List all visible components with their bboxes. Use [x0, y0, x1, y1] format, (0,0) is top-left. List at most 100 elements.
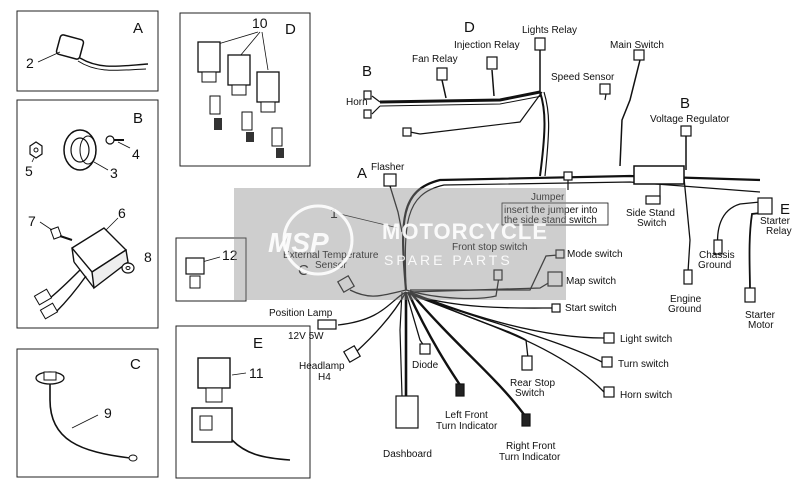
- panel-b: B 4 5 3 7: [16, 99, 159, 329]
- flasher-connector-icon: [383, 173, 397, 187]
- label-jumper: Jumper: [531, 192, 565, 203]
- part-number-3: 3: [110, 165, 118, 181]
- label-diode: Diode: [412, 360, 439, 371]
- part-number-2: 2: [26, 55, 34, 71]
- sensor-9-icon: [35, 371, 138, 462]
- connectors: [317, 37, 773, 429]
- screw-4-icon: [105, 135, 124, 145]
- engine-ground-connector-icon: [683, 269, 693, 285]
- part-number-7: 7: [28, 213, 36, 229]
- mode-switch-connector-icon: [555, 249, 565, 259]
- watermark: MSP MOTORCYCLE SPARE PARTS: [234, 188, 566, 300]
- light-switch-connector-icon: [603, 332, 615, 344]
- start-switch-connector-icon: [551, 303, 561, 313]
- label-chassis-ground-1: Chassis: [699, 250, 735, 261]
- label-ext-temp-1: External Temperature: [283, 250, 379, 261]
- label-chassis-ground-2: Ground: [698, 260, 731, 271]
- label-dashboard: Dashboard: [383, 449, 432, 460]
- label-side-stand-2: Switch: [637, 218, 666, 229]
- front-stop-connector-icon: [493, 269, 503, 281]
- voltage-regulator-connector-icon: [680, 125, 692, 137]
- panel-part-12: 12: [175, 237, 247, 302]
- main-switch-connector-icon: [633, 49, 645, 61]
- watermark-logo: MSP: [268, 227, 329, 258]
- label-turn-switch: Turn switch: [618, 359, 669, 370]
- label-side-stand-1: Side Stand: [626, 208, 675, 219]
- screw-7-icon: [49, 226, 73, 241]
- turn-switch-connector-icon: [601, 356, 613, 368]
- callout-letter-b-horn: B: [362, 63, 372, 80]
- label-voltage-regulator: Voltage Regulator: [650, 114, 730, 125]
- label-position-lamp-2: 12V 5W: [288, 331, 324, 342]
- ext-temp-connector-icon: [336, 274, 356, 294]
- panel-a-letter: A: [133, 20, 143, 37]
- relay-10-icon: [197, 41, 284, 158]
- label-start-switch: Start switch: [565, 303, 617, 314]
- label-engine-ground-2: Ground: [668, 304, 701, 315]
- main-harness: [337, 50, 771, 421]
- diode-connector-icon: [419, 343, 431, 355]
- label-ext-temp-2: Sensor: [315, 260, 347, 271]
- callout-letter-d: D: [464, 19, 475, 36]
- callout-letter-b-regulator: B: [680, 95, 690, 112]
- fan-relay-connector-icon: [436, 67, 448, 81]
- label-horn: Horn: [346, 97, 368, 108]
- label-headlamp-2: H4: [318, 372, 331, 383]
- part-number-9: 9: [104, 405, 112, 421]
- label-starter-relay-2: Relay: [766, 226, 792, 237]
- label-left-front-2: Turn Indicator: [436, 421, 498, 432]
- starter-motor-connector-icon: [744, 287, 756, 303]
- panel-e: E 11: [175, 325, 311, 479]
- label-starter-motor-2: Motor: [748, 320, 774, 331]
- label-flasher: Flasher: [371, 162, 405, 173]
- label-starter-motor-1: Starter: [745, 310, 776, 321]
- side-stand-connector-icon: [645, 195, 661, 205]
- headlamp-connector-icon: [342, 344, 362, 364]
- label-map-switch: Map switch: [566, 276, 616, 287]
- panel-c: C 9: [16, 348, 159, 478]
- right-front-connector-icon: [521, 413, 531, 427]
- diode-12-icon: [185, 257, 205, 289]
- connector-2-icon: [55, 34, 149, 71]
- part-number-12: 12: [222, 247, 238, 263]
- panel-a: A 2: [16, 10, 159, 92]
- lights-relay-connector-icon: [534, 37, 546, 51]
- label-horn-switch: Horn switch: [620, 390, 672, 401]
- rear-stop-connector-icon: [521, 355, 533, 371]
- panel-d-letter: D: [285, 21, 296, 38]
- nut-5-icon: [29, 141, 43, 159]
- dashboard-connector-icon: [395, 395, 419, 429]
- label-front-stop-switch: Front stop switch: [452, 242, 528, 253]
- horn-part-icon: [63, 129, 97, 171]
- label-main-switch: Main Switch: [610, 40, 664, 51]
- label-mode-switch: Mode switch: [567, 249, 623, 260]
- regulator-6-icon: [33, 227, 129, 320]
- callout-letter-e: E: [780, 201, 790, 218]
- panel-b-letter: B: [133, 110, 143, 127]
- watermark-tagline: SPARE PARTS: [384, 252, 513, 268]
- starter-relay-connector-icon: [757, 197, 773, 215]
- part-number-11: 11: [249, 365, 264, 381]
- watermark-brand: MOTORCYCLE: [382, 219, 548, 244]
- label-injection-relay: Injection Relay: [454, 40, 520, 51]
- label-left-front-1: Left Front: [445, 410, 488, 421]
- label-fan-relay: Fan Relay: [412, 54, 458, 65]
- panel-e-letter: E: [253, 335, 263, 352]
- label-rear-stop-2: Switch: [515, 388, 544, 399]
- speed-sensor-connector-icon: [599, 83, 611, 95]
- injection-relay-connector-icon: [486, 56, 498, 70]
- panel-c-letter: C: [130, 356, 141, 373]
- part-number-8: 8: [144, 249, 152, 265]
- horn-connector-upper-icon: [363, 90, 372, 100]
- map-switch-connector-icon: [547, 271, 563, 287]
- label-jumper-line2: the side stand switch: [504, 215, 597, 226]
- left-front-connector-icon: [455, 383, 465, 397]
- part-number-5: 5: [25, 163, 33, 179]
- washer-8-icon: [121, 262, 135, 274]
- label-rear-stop-1: Rear Stop: [510, 378, 555, 389]
- label-light-switch: Light switch: [620, 334, 672, 345]
- horn-switch-connector-icon: [603, 386, 615, 398]
- part-number-6: 6: [118, 205, 126, 221]
